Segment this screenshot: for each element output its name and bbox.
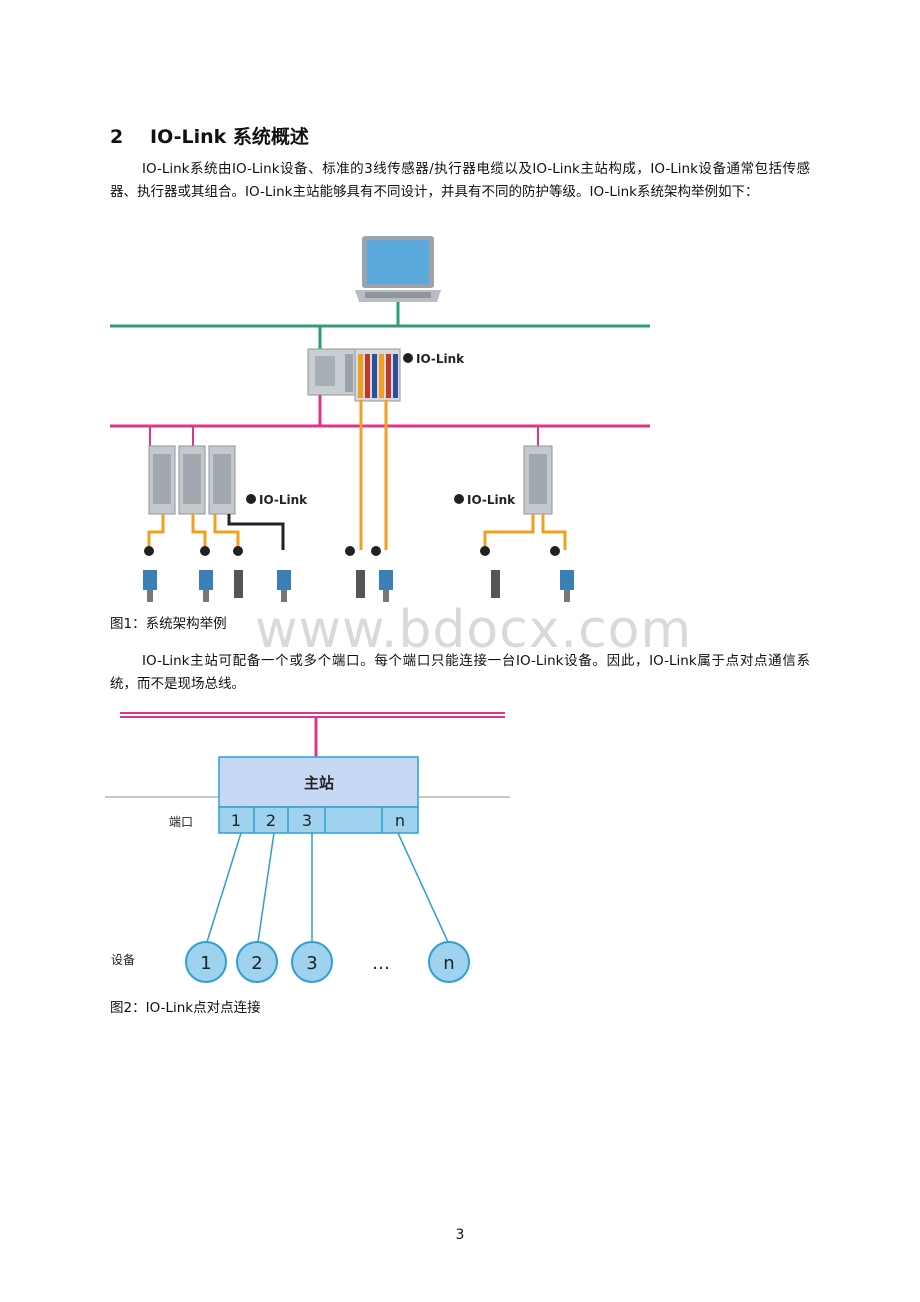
master-box: 主站 (218, 756, 419, 808)
io-modules-left (148, 445, 236, 515)
section-heading: 2 IO-Link 系统概述 (110, 122, 309, 149)
port-2: 2 (266, 811, 276, 830)
paragraph-intro: IO-Link系统由IO-Link设备、标准的3线传感器/执行器电缆以及IO-L… (110, 161, 810, 200)
devices-label: 设备 (111, 953, 135, 967)
section-number: 2 (110, 126, 124, 148)
svg-text:IO-Link: IO-Link (259, 493, 308, 507)
svg-text:IO-Link: IO-Link (416, 352, 465, 366)
device-1 (185, 941, 227, 983)
svg-text:IO-Link: IO-Link (467, 493, 516, 507)
device-3 (291, 941, 333, 983)
figure1-caption: 图1：系统架构举例 (110, 616, 227, 632)
section-title: IO-Link 系统概述 (150, 126, 309, 148)
sensor-icons (143, 546, 574, 602)
svg-text:3: 3 (306, 953, 317, 974)
io-link-master-device (307, 348, 401, 402)
ports-label: 端口 (169, 815, 193, 829)
device-ellipsis: … (372, 953, 390, 974)
io-module-right (523, 445, 553, 515)
port-device-links (206, 832, 449, 943)
port-row: 1 2 3 n (218, 806, 419, 834)
watermark: www.bdocx.com (255, 600, 693, 660)
io-link-logo: IO-Link (454, 493, 516, 507)
device-nodes: 1 2 3 … n (185, 941, 470, 983)
page-number: 3 (455, 1227, 465, 1243)
io-link-logo: IO-Link (403, 352, 465, 366)
svg-text:n: n (443, 953, 454, 974)
master-label: 主站 (304, 774, 334, 792)
figure-system-architecture: IO-Link IO-Link IO-Link (110, 236, 650, 602)
svg-text:1: 1 (200, 953, 211, 974)
port-3: 3 (302, 811, 312, 830)
port-1: 1 (231, 811, 241, 830)
io-link-logo: IO-Link (246, 493, 308, 507)
device-2 (236, 941, 278, 983)
laptop-icon (355, 236, 441, 302)
figure-point-to-point: 主站 1 2 3 n 端口 设备 1 2 3 … n (105, 712, 510, 983)
svg-text:2: 2 (251, 953, 262, 974)
paragraph-point-to-point: IO-Link主站可配备一个或多个端口。每个端口只能连接一台IO-Link设备。… (110, 653, 810, 692)
device-n (428, 941, 470, 983)
figure2-caption: 图2：IO-Link点对点连接 (110, 1000, 261, 1016)
port-n: n (395, 811, 405, 830)
